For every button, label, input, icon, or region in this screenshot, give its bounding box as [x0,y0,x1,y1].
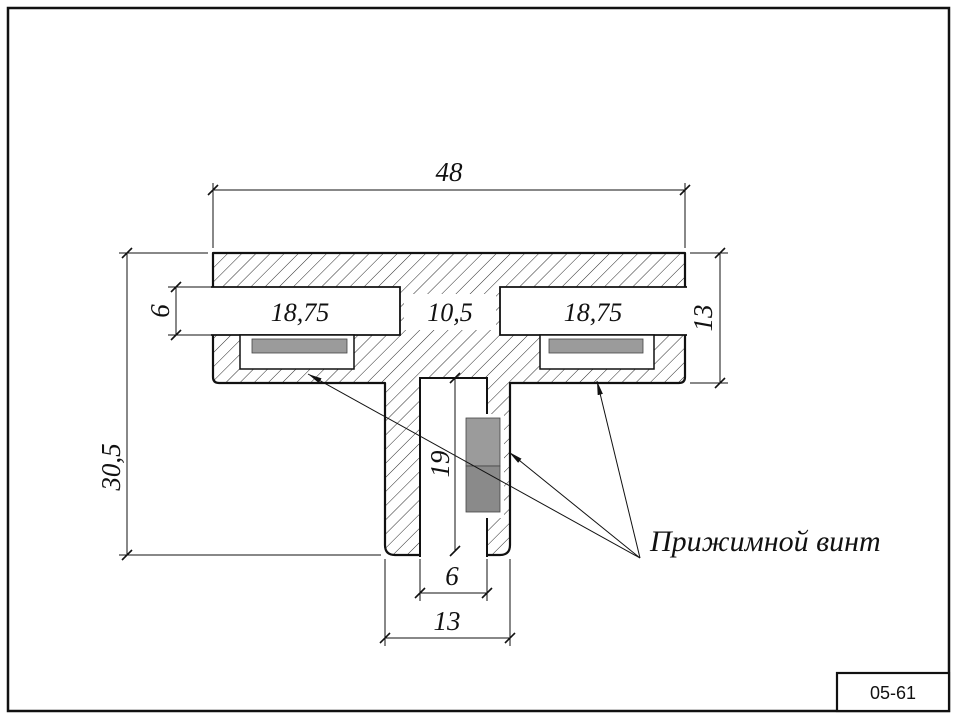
stem-clamp-screw-top [465,417,501,467]
dim-label-10-5-web: 10,5 [427,298,473,327]
dim-groove-depth: 19 [425,372,461,557]
dim-flange-height: 13 [688,247,728,389]
dim-label-18-75-left: 18,75 [271,298,330,327]
t-profile-section [211,251,687,557]
dim-label-13-right: 13 [688,305,718,332]
leader-to-stem-screw [508,451,641,559]
dim-label-13-bottom: 13 [434,606,461,636]
dim-label-30-5: 30,5 [96,443,126,491]
stem-clamp-screw-bottom [465,465,501,513]
clamp-screw-callout: Прижимной винт [307,373,881,559]
right-clamp-screw [548,338,644,354]
dim-label-6-bottom: 6 [445,561,459,591]
title-block-code: 05-61 [870,683,916,703]
title-block-box [835,671,951,713]
dim-label-48: 48 [436,157,464,187]
dim-label-19: 19 [425,450,455,478]
leader-to-left-screw [307,373,641,559]
callout-label: Прижимной винт [649,525,881,558]
dim-label-18-75-right: 18,75 [564,298,623,327]
dim-overall-height: 30,5 [96,247,381,561]
title-block: 05-61 [835,671,951,713]
dim-label-6-left: 6 [145,304,175,318]
dim-stem-width: 13 [379,559,516,646]
dim-top-width: 48 [207,157,691,248]
leader-to-right-screw [596,380,641,559]
dim-groove-width: 6 [414,559,493,601]
dim-slot-height: 6 [145,281,211,341]
left-clamp-screw [251,338,348,354]
web-text-backdrop [404,294,496,330]
